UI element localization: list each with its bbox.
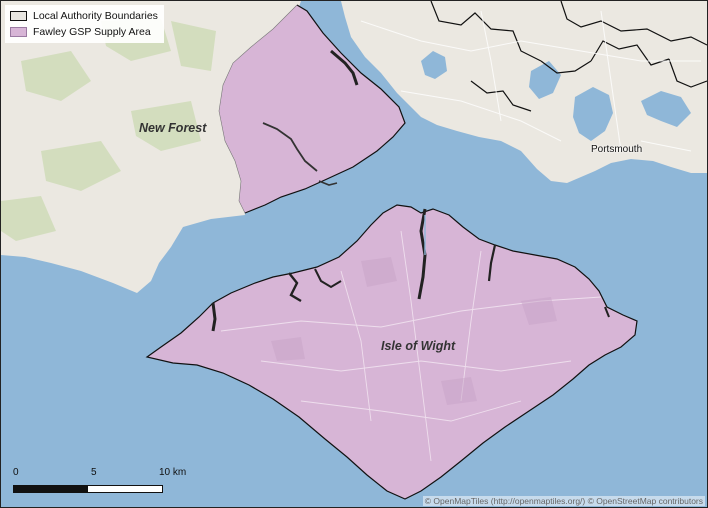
scale-tick-0: 0 (13, 467, 19, 478)
map-attribution: © OpenMapTiles (http://openmaptiles.org/… (422, 496, 705, 506)
scale-bar-graphic (13, 485, 163, 493)
legend-label-supply-area: Fawley GSP Supply Area (33, 26, 151, 38)
mainland-east (341, 1, 707, 183)
legend-label-boundaries: Local Authority Boundaries (33, 10, 158, 22)
label-isle-of-wight: Isle of Wight (381, 339, 456, 353)
scale-tick-5: 5 (91, 467, 97, 478)
scale-tick-10: 10 km (159, 467, 187, 478)
scale-bar: 0 5 10 km (9, 467, 209, 499)
fawley-mainland-area (219, 5, 405, 213)
label-new-forest: New Forest (139, 121, 207, 135)
legend-item-boundaries: Local Authority Boundaries (10, 8, 158, 24)
scale-bar-black-segment (14, 486, 88, 492)
map-legend: Local Authority Boundaries Fawley GSP Su… (5, 5, 164, 43)
isle-of-wight-area (145, 204, 638, 500)
supply-area-swatch (10, 27, 27, 37)
boundary-swatch (10, 11, 27, 21)
legend-item-supply-area: Fawley GSP Supply Area (10, 24, 158, 40)
label-portsmouth: Portsmouth (591, 144, 643, 155)
